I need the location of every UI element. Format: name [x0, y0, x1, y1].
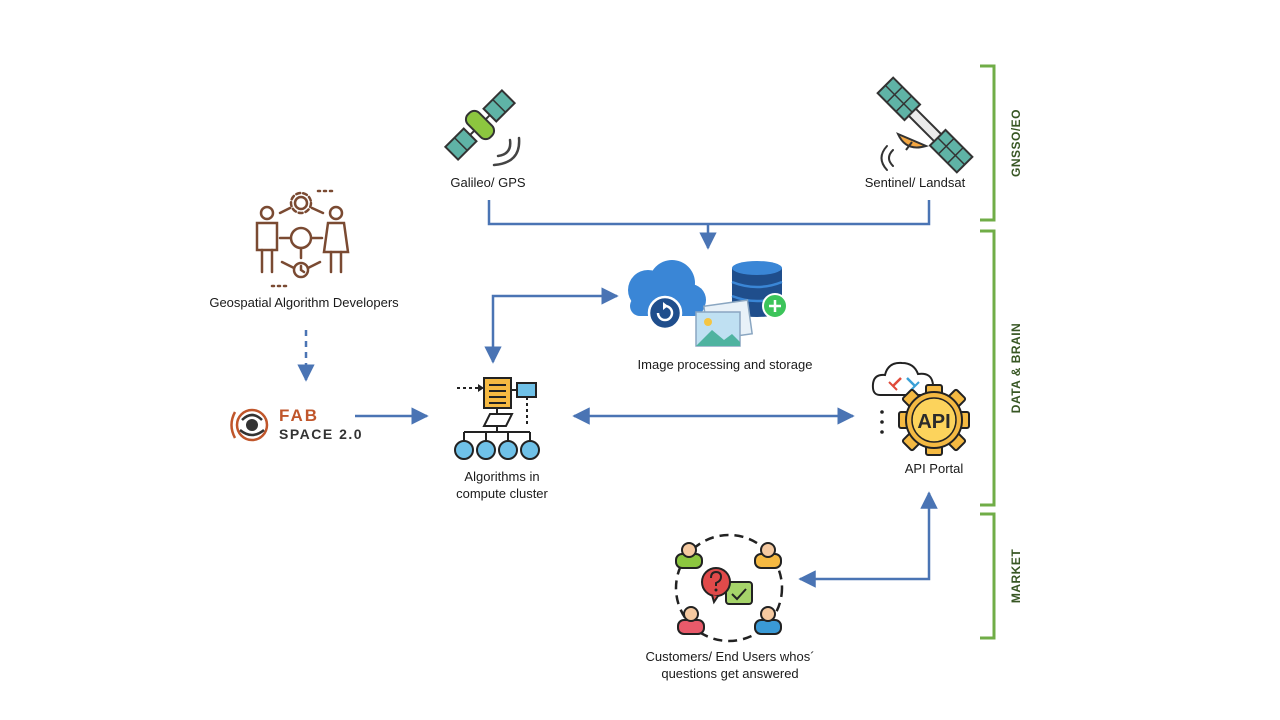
customers-label-line2: questions get answered	[661, 666, 798, 681]
gear-icon	[898, 384, 970, 456]
arrow-algorithms-storage	[484, 287, 619, 364]
person-icon	[754, 542, 782, 569]
bracket-market	[980, 512, 996, 640]
fabspace-logo-line1: FAB	[279, 406, 319, 425]
developers-icon	[255, 189, 350, 288]
arrow-api-customers	[798, 491, 938, 588]
images-icon	[695, 299, 753, 347]
connectors	[297, 200, 938, 588]
developers-label: Geospatial Algorithm Developers	[209, 295, 399, 310]
globe-icon	[230, 408, 269, 442]
algorithm-icon	[454, 377, 540, 460]
signal-waves-icon	[492, 136, 521, 167]
bracket-data-brain	[980, 229, 996, 507]
connector-sentinel-to-storage	[708, 200, 931, 226]
customers-label-line1: Customers/ End Users whos´	[645, 649, 814, 664]
connector-galileo-to-storage	[487, 200, 708, 226]
person-icon	[675, 542, 703, 569]
cloud-storage-icon	[628, 260, 788, 347]
galileo-satellite-icon	[443, 88, 517, 162]
section-label-gnsso: GNSSO/EO	[1009, 109, 1023, 177]
api-label: API Portal	[905, 461, 964, 476]
customers-icon	[674, 533, 784, 643]
fabspace-logo-line2: SPACE 2.0	[279, 426, 363, 442]
fabspace-logo: FAB SPACE 2.0	[230, 406, 363, 442]
algorithms-label-line2: compute cluster	[456, 486, 548, 501]
question-bubble-icon	[701, 567, 731, 605]
section-brackets	[980, 64, 996, 640]
storage-label: Image processing and storage	[638, 357, 813, 372]
sentinel-label: Sentinel/ Landsat	[865, 175, 966, 190]
person-icon	[677, 606, 705, 635]
sentinel-dish-icon	[880, 132, 929, 171]
person-icon	[754, 606, 782, 635]
algorithms-label-line1: Algorithms in	[464, 469, 539, 484]
section-label-market: MARKET	[1009, 549, 1023, 603]
api-gear-icon	[871, 361, 970, 456]
bracket-gnsso	[980, 64, 996, 222]
sentinel-satellite-icon	[876, 76, 974, 174]
section-label-data-brain: DATA & BRAIN	[1009, 323, 1023, 413]
galileo-label: Galileo/ GPS	[450, 175, 525, 190]
api-badge-text: API	[917, 411, 950, 433]
api-cloud-icon	[871, 361, 935, 396]
